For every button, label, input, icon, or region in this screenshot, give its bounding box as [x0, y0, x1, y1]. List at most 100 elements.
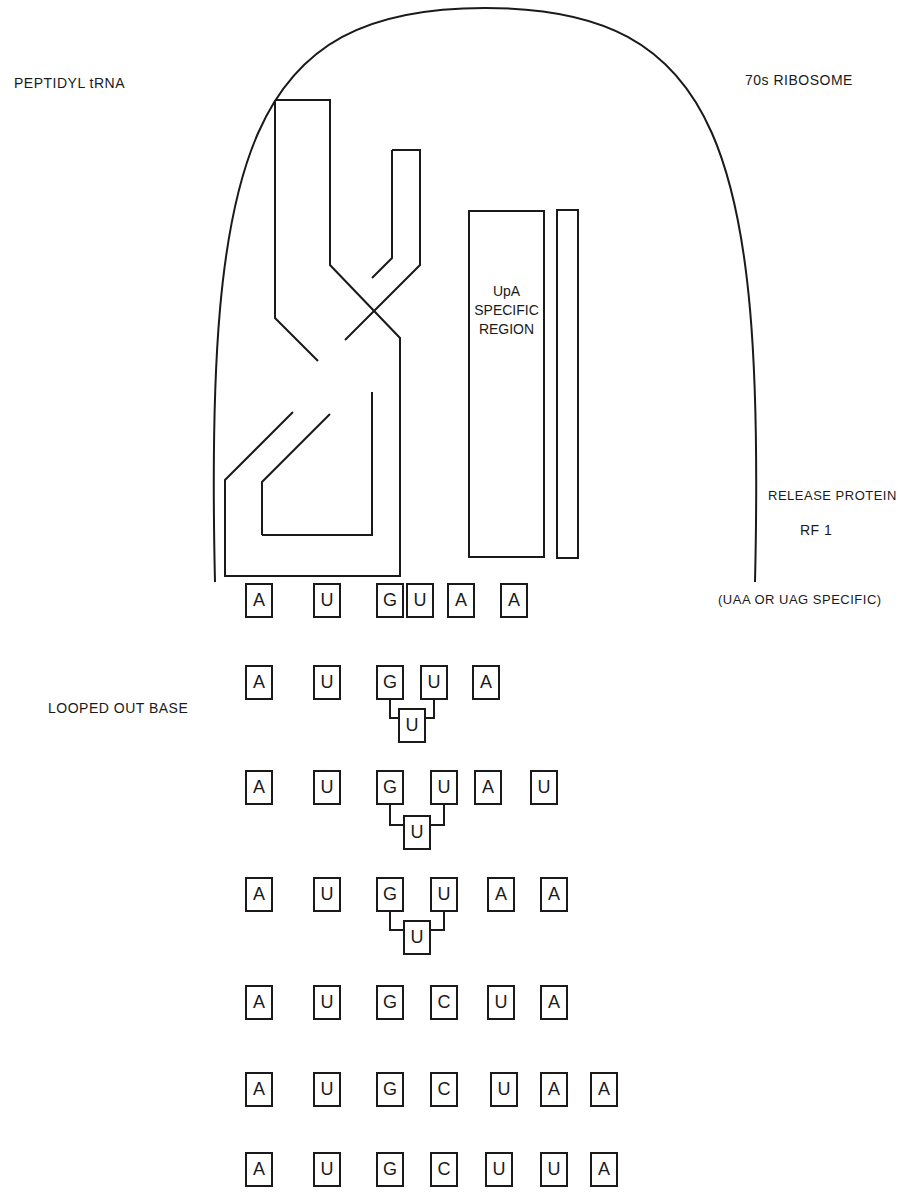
base-letter: A	[480, 673, 492, 693]
callout-label: RELEASE PROTEIN	[768, 488, 897, 504]
base-box: U	[313, 877, 341, 912]
base-letter: A	[598, 1160, 610, 1180]
specific-region-box: UpA SPECIFIC REGION	[468, 210, 545, 558]
base-box: G	[376, 1152, 404, 1187]
base-letter: U	[321, 673, 334, 693]
base-letter: C	[438, 993, 451, 1013]
trna-strand	[275, 100, 318, 361]
base-letter: A	[253, 591, 265, 611]
base-box: G	[376, 665, 404, 700]
base-letter: A	[548, 1080, 560, 1100]
base-box: C	[430, 985, 458, 1020]
base-box: U	[485, 1152, 513, 1187]
base-letter: G	[383, 778, 397, 798]
base-box: U	[487, 985, 515, 1020]
base-box: U	[406, 583, 434, 618]
base-box: A	[540, 1072, 568, 1107]
loop-connector	[431, 805, 444, 825]
base-letter: U	[548, 1160, 561, 1180]
loop-connector	[426, 700, 434, 718]
base-letter: A	[495, 885, 507, 905]
base-box: A	[245, 583, 273, 618]
base-box: A	[540, 985, 568, 1020]
base-letter: U	[321, 591, 334, 611]
base-letter: G	[383, 591, 397, 611]
base-letter: A	[482, 778, 494, 798]
callout-label: 70s RIBOSOME	[745, 72, 853, 89]
base-box: U	[530, 770, 558, 805]
base-letter: A	[253, 778, 265, 798]
base-letter: U	[428, 673, 441, 693]
base-letter: U	[406, 716, 419, 736]
base-box: G	[376, 877, 404, 912]
base-letter: A	[253, 1160, 265, 1180]
base-box: A	[487, 877, 515, 912]
base-box: C	[430, 1072, 458, 1107]
loop-connector	[390, 912, 403, 930]
base-letter: U	[495, 993, 508, 1013]
base-letter: G	[383, 673, 397, 693]
region-label: UpA SPECIFIC REGION	[474, 282, 539, 339]
base-letter: A	[253, 885, 265, 905]
callout-label: (UAA OR UAG SPECIFIC)	[718, 592, 882, 608]
trna-shape	[225, 100, 420, 576]
base-box: U	[313, 985, 341, 1020]
trna-strand	[262, 392, 372, 535]
base-letter: A	[253, 993, 265, 1013]
base-box: U	[540, 1152, 568, 1187]
base-box: A	[447, 583, 475, 618]
trna-strand	[372, 150, 392, 278]
base-letter: A	[508, 591, 520, 611]
base-letter: U	[438, 885, 451, 905]
base-letter: G	[383, 1080, 397, 1100]
base-letter: U	[438, 778, 451, 798]
base-box: U	[313, 1152, 341, 1187]
base-box: A	[590, 1152, 618, 1187]
base-letter: U	[411, 823, 424, 843]
base-box: U	[398, 708, 426, 743]
base-box: U	[403, 815, 431, 850]
base-box: U	[313, 1072, 341, 1107]
trna-strand	[262, 414, 330, 535]
base-box: U	[430, 877, 458, 912]
base-box: G	[376, 770, 404, 805]
callout-label: PEPTIDYL tRNA	[14, 75, 125, 92]
base-letter: U	[321, 778, 334, 798]
base-box: U	[313, 583, 341, 618]
base-letter: U	[321, 1080, 334, 1100]
base-letter: C	[438, 1160, 451, 1180]
base-box: G	[376, 1072, 404, 1107]
base-letter: A	[548, 885, 560, 905]
base-letter: A	[253, 1080, 265, 1100]
base-box: A	[245, 1152, 273, 1187]
base-letter: G	[383, 993, 397, 1013]
base-box: U	[313, 665, 341, 700]
base-box: A	[245, 877, 273, 912]
base-box: G	[376, 985, 404, 1020]
base-letter: U	[411, 928, 424, 948]
base-box: C	[430, 1152, 458, 1187]
base-box: U	[403, 920, 431, 955]
base-letter: A	[598, 1080, 610, 1100]
base-box: A	[472, 665, 500, 700]
loop-connector	[390, 805, 403, 825]
loop-connector	[431, 912, 444, 930]
base-letter: U	[414, 591, 427, 611]
trna-strand	[225, 100, 400, 576]
base-letter: U	[321, 1160, 334, 1180]
base-box: A	[474, 770, 502, 805]
base-box: A	[245, 665, 273, 700]
trna-strand	[345, 150, 420, 340]
base-letter: A	[548, 993, 560, 1013]
base-letter: A	[455, 591, 467, 611]
base-box: A	[245, 1072, 273, 1107]
base-box: A	[500, 583, 528, 618]
base-letter: U	[498, 1080, 511, 1100]
base-box: G	[376, 583, 404, 618]
base-letter: G	[383, 1160, 397, 1180]
base-box: A	[540, 877, 568, 912]
base-letter: C	[438, 1080, 451, 1100]
base-letter: U	[321, 993, 334, 1013]
base-box: U	[313, 770, 341, 805]
base-box: U	[420, 665, 448, 700]
